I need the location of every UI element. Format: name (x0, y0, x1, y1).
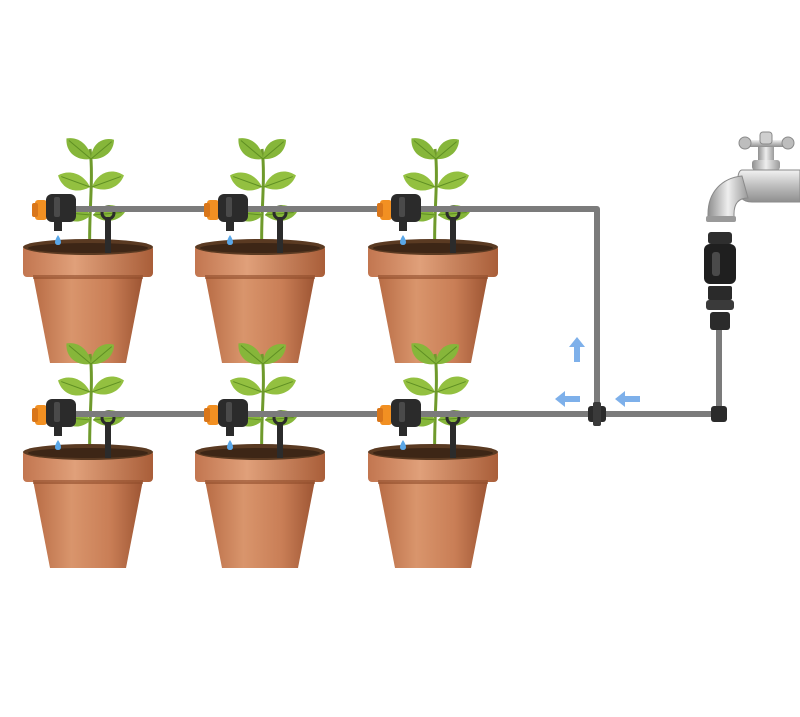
flow-arrow-left-icon (555, 391, 580, 407)
pot-icon (195, 444, 325, 568)
plant-icon (230, 138, 297, 255)
potted-plant (23, 343, 153, 568)
dripper-icon (377, 194, 421, 245)
dripper-icon (32, 399, 76, 450)
plant-pots (23, 138, 498, 568)
flow-arrow-left-icon (615, 391, 640, 407)
potted-plant (195, 138, 325, 363)
potted-plant (195, 343, 325, 568)
pot-icon (368, 444, 498, 568)
pot-icon (368, 239, 498, 363)
pot-icon (23, 239, 153, 363)
water-drop-icon (55, 235, 61, 245)
plant-icon (58, 138, 125, 255)
flow-arrows (555, 337, 640, 407)
water-drop-icon (227, 235, 233, 245)
pot-icon (195, 239, 325, 363)
potted-plant (368, 343, 498, 568)
water-drop-icon (227, 440, 233, 450)
water-drop-icon (55, 440, 61, 450)
potted-plant (368, 138, 498, 363)
tee-connector (588, 402, 606, 426)
dripper-icon (32, 194, 76, 245)
faucet-icon (704, 131, 800, 330)
plant-icon (403, 138, 470, 255)
dripper-icon (377, 399, 421, 450)
dripper-icon (204, 194, 248, 245)
pot-icon (23, 444, 153, 568)
dripper-icon (204, 399, 248, 450)
water-drop-icon (400, 235, 406, 245)
elbow-connector (711, 406, 727, 422)
potted-plant (23, 138, 153, 363)
water-drop-icon (400, 440, 406, 450)
flow-arrow-up-icon (569, 337, 585, 362)
